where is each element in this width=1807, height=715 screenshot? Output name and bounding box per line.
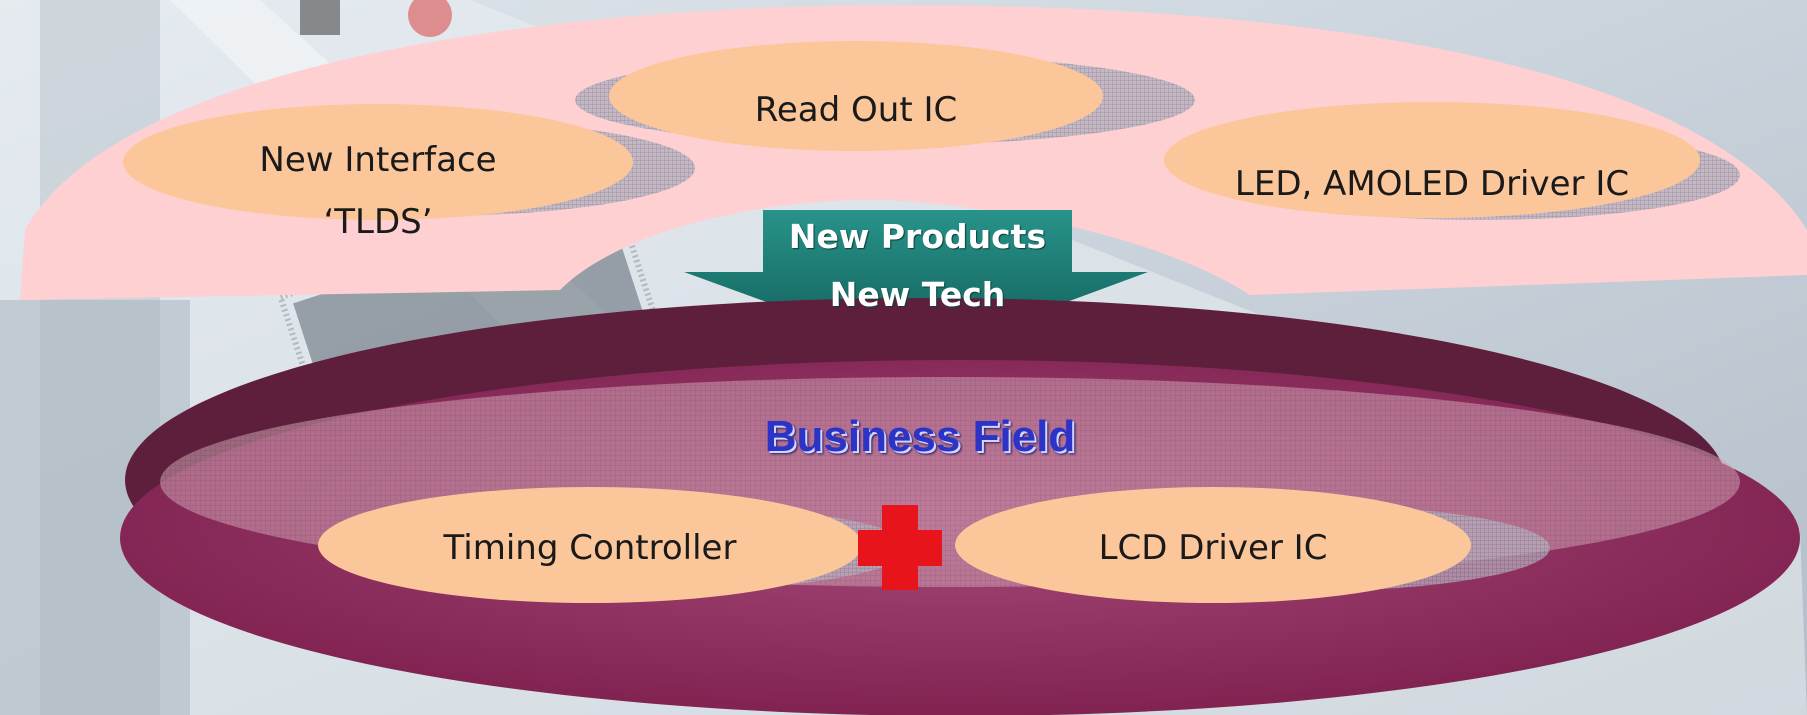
arrow-label-line1: New Products [788,217,1047,256]
tcon-label: Timing Controller [443,528,737,568]
led-oval [1164,102,1700,218]
roic-oval [609,41,1103,151]
business-field-title: Business Field [764,412,1076,461]
plus-icon [858,505,942,590]
led-label: LED, AMOLED Driver IC [1234,164,1630,204]
arrow-label: New Products New Tech [760,208,1075,324]
tlds-oval [123,104,633,220]
tlds-label: New Interface ‘TLDS’ [178,136,578,246]
roic-label: Read Out IC [754,90,958,130]
tlds-label-line2: ‘TLDS’ [323,202,433,242]
down-arrow [684,210,1148,357]
lcd-label: LCD Driver IC [1098,528,1328,568]
tlds-label-line1: New Interface [259,140,497,180]
new-products-band [20,5,1807,300]
tcon-oval [318,487,862,603]
arrow-label-line2: New Tech [829,275,1006,314]
lcd-oval [955,487,1471,603]
